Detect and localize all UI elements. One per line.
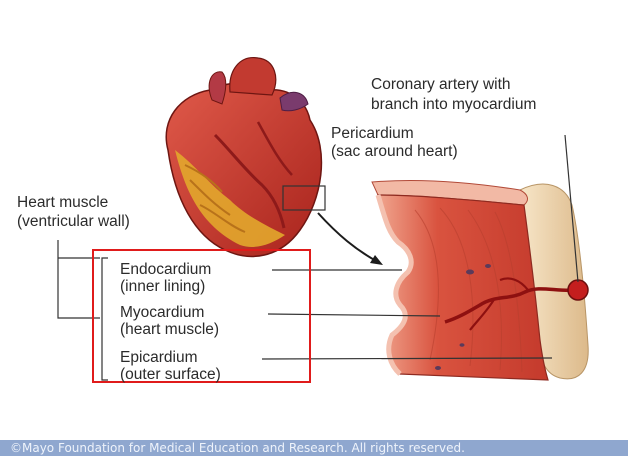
label-epicardium-line1: Epicardium: [120, 350, 198, 366]
label-coronary-line2: branch into myocardium: [371, 97, 536, 113]
label-epicardium-line2: (outer surface): [120, 367, 221, 383]
label-endocardium-line1: Endocardium: [120, 262, 211, 278]
label-heart-muscle-line1: Heart muscle: [17, 195, 108, 211]
copyright-footer: ©Mayo Foundation for Medical Education a…: [0, 440, 628, 456]
label-myocardium-line2: (heart muscle): [120, 322, 219, 338]
whole-heart-illustration: [166, 58, 383, 265]
label-heart-muscle-line2: (ventricular wall): [17, 214, 130, 230]
label-pericardium-line1: Pericardium: [331, 126, 414, 142]
label-endocardium-line2: (inner lining): [120, 279, 205, 295]
label-coronary-line1: Coronary artery with: [371, 77, 511, 93]
label-myocardium-line1: Myocardium: [120, 305, 204, 321]
wall-cross-section: [372, 180, 588, 380]
label-pericardium-line2: (sac around heart): [331, 144, 458, 160]
